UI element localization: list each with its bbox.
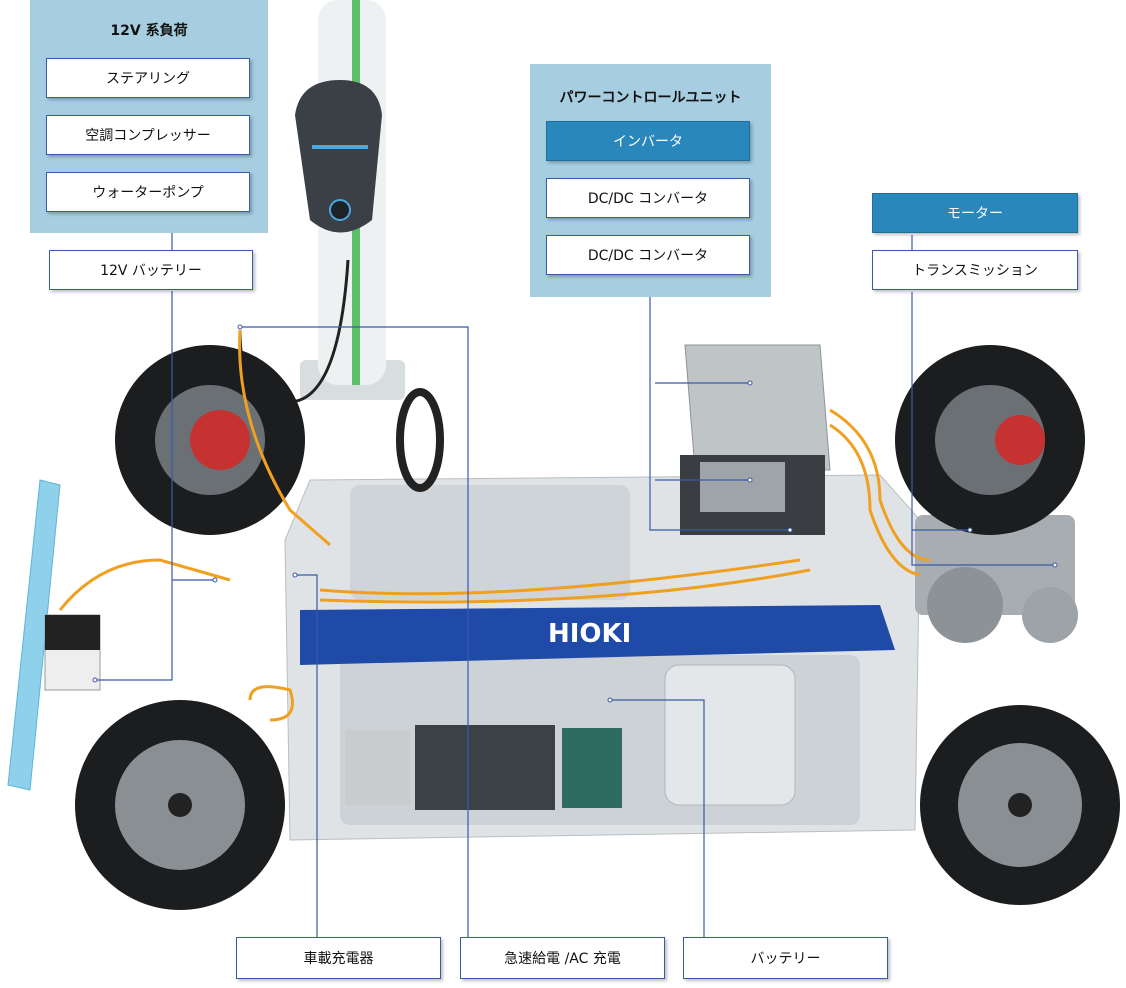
steering-wheel <box>396 388 444 492</box>
label-water-pump[interactable]: ウォーターポンプ <box>46 172 250 212</box>
bumper <box>7 479 61 791</box>
label-dcdc-converter-1[interactable]: DC/DC コンバータ <box>546 178 750 218</box>
hioki-logo: HIOKI <box>548 619 631 649</box>
label-quick-charge[interactable]: 急速給電 /AC 充電 <box>460 937 665 979</box>
label-ac-compressor[interactable]: 空調コンプレッサー <box>46 115 250 155</box>
pcu-title: パワーコントロールユニット <box>559 90 742 106</box>
label-battery[interactable]: バッテリー <box>683 937 888 979</box>
charging-station <box>295 0 405 400</box>
load-12v-title: 12V 系負荷 <box>110 23 188 39</box>
label-steering[interactable]: ステアリング <box>46 58 250 98</box>
chassis <box>284 474 921 841</box>
label-onboard-charger[interactable]: 車載充電器 <box>236 937 441 979</box>
label-motor[interactable]: モーター <box>872 193 1078 233</box>
cables <box>58 329 931 722</box>
hioki-battery-cover: HIOKI <box>300 605 895 665</box>
power-control-unit <box>680 344 831 535</box>
label-12v-battery[interactable]: 12V バッテリー <box>49 250 253 290</box>
wheels <box>75 345 1120 910</box>
label-inverter[interactable]: インバータ <box>546 121 750 161</box>
label-transmission[interactable]: トランスミッション <box>872 250 1078 290</box>
label-dcdc-converter-2[interactable]: DC/DC コンバータ <box>546 235 750 275</box>
